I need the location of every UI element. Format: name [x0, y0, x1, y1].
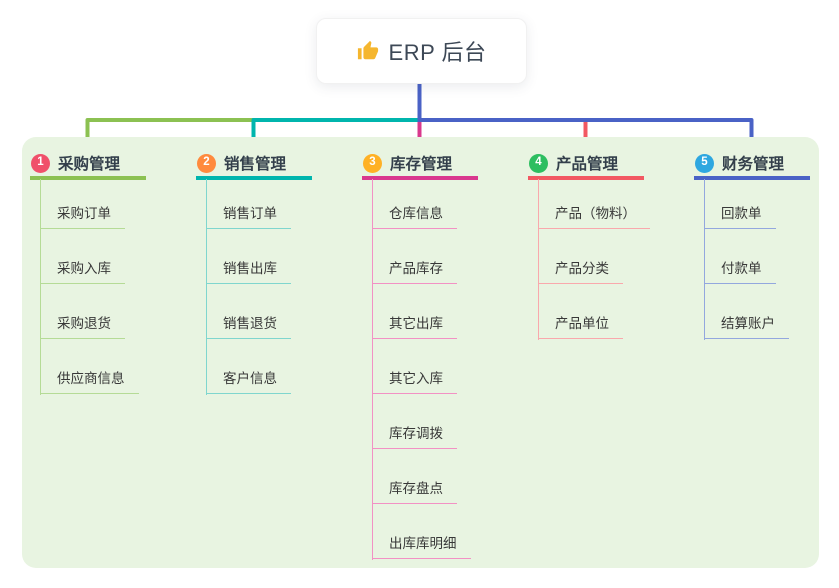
branch-trunk-line: [372, 179, 373, 560]
branch-label: 采购管理: [58, 156, 121, 173]
branch-header-2[interactable]: 2 销售管理: [196, 150, 312, 180]
child-node[interactable]: 付款单: [704, 258, 776, 284]
branch-node-5: 5 财务管理回款单付款单结算账户: [694, 150, 810, 340]
child-node[interactable]: 回款单: [704, 203, 776, 229]
branch-trunk-line: [538, 179, 539, 340]
child-node[interactable]: 销售订单: [206, 203, 291, 229]
child-node[interactable]: 结算账户: [704, 313, 789, 339]
branch-trunk-line: [704, 179, 705, 340]
branch-node-1: 1 采购管理采购订单采购入库采购退货供应商信息: [30, 150, 146, 395]
branch-header-5[interactable]: 5 财务管理: [694, 150, 810, 180]
child-node[interactable]: 其它入库: [372, 368, 457, 394]
branch-node-2: 2 销售管理销售订单销售出库销售退货客户信息: [196, 150, 312, 395]
child-node[interactable]: 采购入库: [40, 258, 125, 284]
branch-label: 产品管理: [556, 156, 619, 173]
child-node[interactable]: 库存盘点: [372, 478, 457, 504]
branch-header-4[interactable]: 4 产品管理: [528, 150, 644, 180]
child-node[interactable]: 其它出库: [372, 313, 457, 339]
child-node[interactable]: 客户信息: [206, 368, 291, 394]
child-node[interactable]: 库存调拨: [372, 423, 457, 449]
branch-label: 销售管理: [224, 156, 287, 173]
branch-number-badge: 3: [363, 153, 382, 173]
child-node[interactable]: 销售出库: [206, 258, 291, 284]
branch-node-3: 3 库存管理仓库信息产品库存其它出库其它入库库存调拨库存盘点出库库明细: [362, 150, 478, 560]
branch-trunk-line: [40, 179, 41, 395]
child-node[interactable]: 采购订单: [40, 203, 125, 229]
root-node[interactable]: ERP 后台: [316, 18, 527, 84]
child-node[interactable]: 供应商信息: [40, 368, 139, 394]
branch-number-badge: 2: [197, 153, 216, 173]
branches-panel: [22, 137, 819, 568]
child-node[interactable]: 销售退货: [206, 313, 291, 339]
branch-header-3[interactable]: 3 库存管理: [362, 150, 478, 180]
root-node-label: ERP 后台: [388, 40, 487, 65]
branch-node-4: 4 产品管理产品（物料） 产品分类产品单位: [528, 150, 650, 340]
child-node[interactable]: 出库库明细: [372, 533, 471, 559]
child-node[interactable]: 仓库信息: [372, 203, 457, 229]
thumbs-up-icon: [357, 40, 378, 60]
branch-number-badge: 4: [529, 153, 548, 173]
branch-label: 财务管理: [722, 156, 785, 173]
branch-number-badge: 1: [31, 153, 50, 173]
child-node[interactable]: 采购退货: [40, 313, 125, 339]
child-node[interactable]: 产品单位: [538, 313, 623, 339]
branch-trunk-line: [206, 179, 207, 395]
child-node[interactable]: 产品（物料）: [538, 203, 650, 229]
child-node[interactable]: 产品分类: [538, 258, 623, 284]
branch-number-badge: 5: [695, 153, 714, 173]
child-node[interactable]: 产品库存: [372, 258, 457, 284]
branch-header-1[interactable]: 1 采购管理: [30, 150, 146, 180]
branch-label: 库存管理: [390, 156, 453, 173]
